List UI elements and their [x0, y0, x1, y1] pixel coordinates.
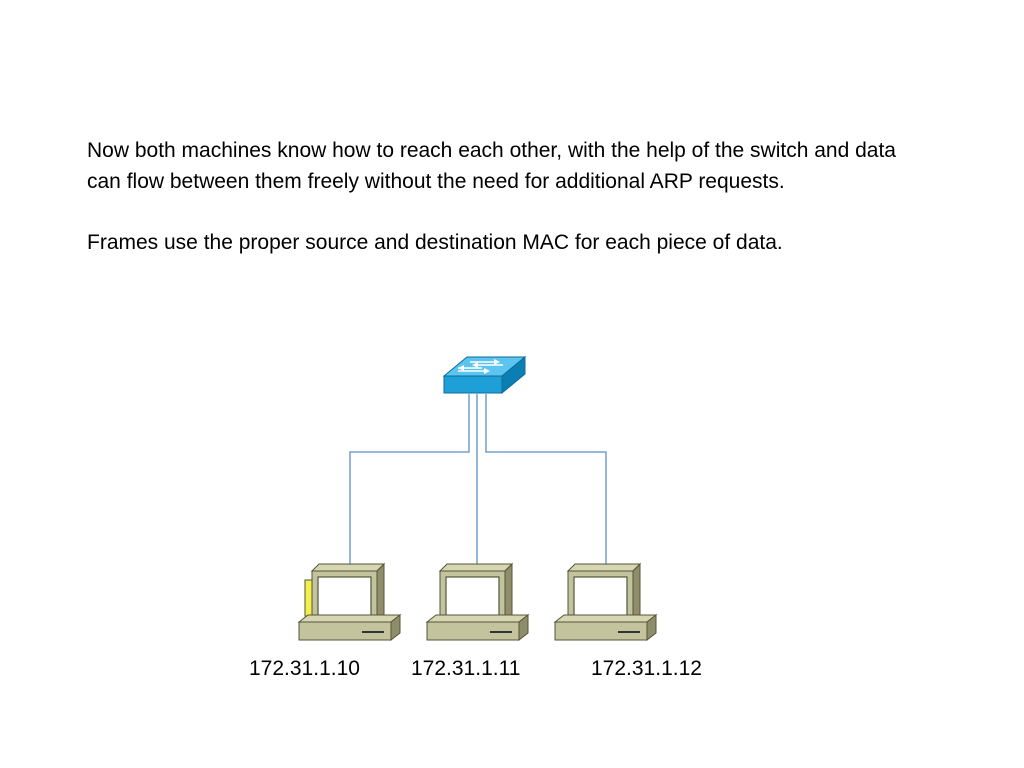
host-ip-label: 172.31.1.10	[249, 657, 360, 680]
paragraph-arp-explanation: Now both machines know how to reach each…	[87, 139, 896, 193]
paragraph-frames-mac: Frames use the proper source and destina…	[87, 230, 783, 254]
network-links	[349, 394, 607, 564]
link-host-1	[349, 394, 470, 564]
desktop-computer-icon	[298, 563, 401, 641]
link-host-3	[485, 394, 607, 564]
host-ip-label: 172.31.1.11	[411, 657, 521, 680]
desktop-computer-icon	[426, 563, 529, 641]
desktop-computer-icon	[554, 563, 657, 641]
host-ip-label: 172.31.1.12	[591, 657, 702, 680]
slide-text: Now both machines know how to reach each…	[87, 136, 927, 258]
network-switch-icon	[442, 355, 527, 395]
